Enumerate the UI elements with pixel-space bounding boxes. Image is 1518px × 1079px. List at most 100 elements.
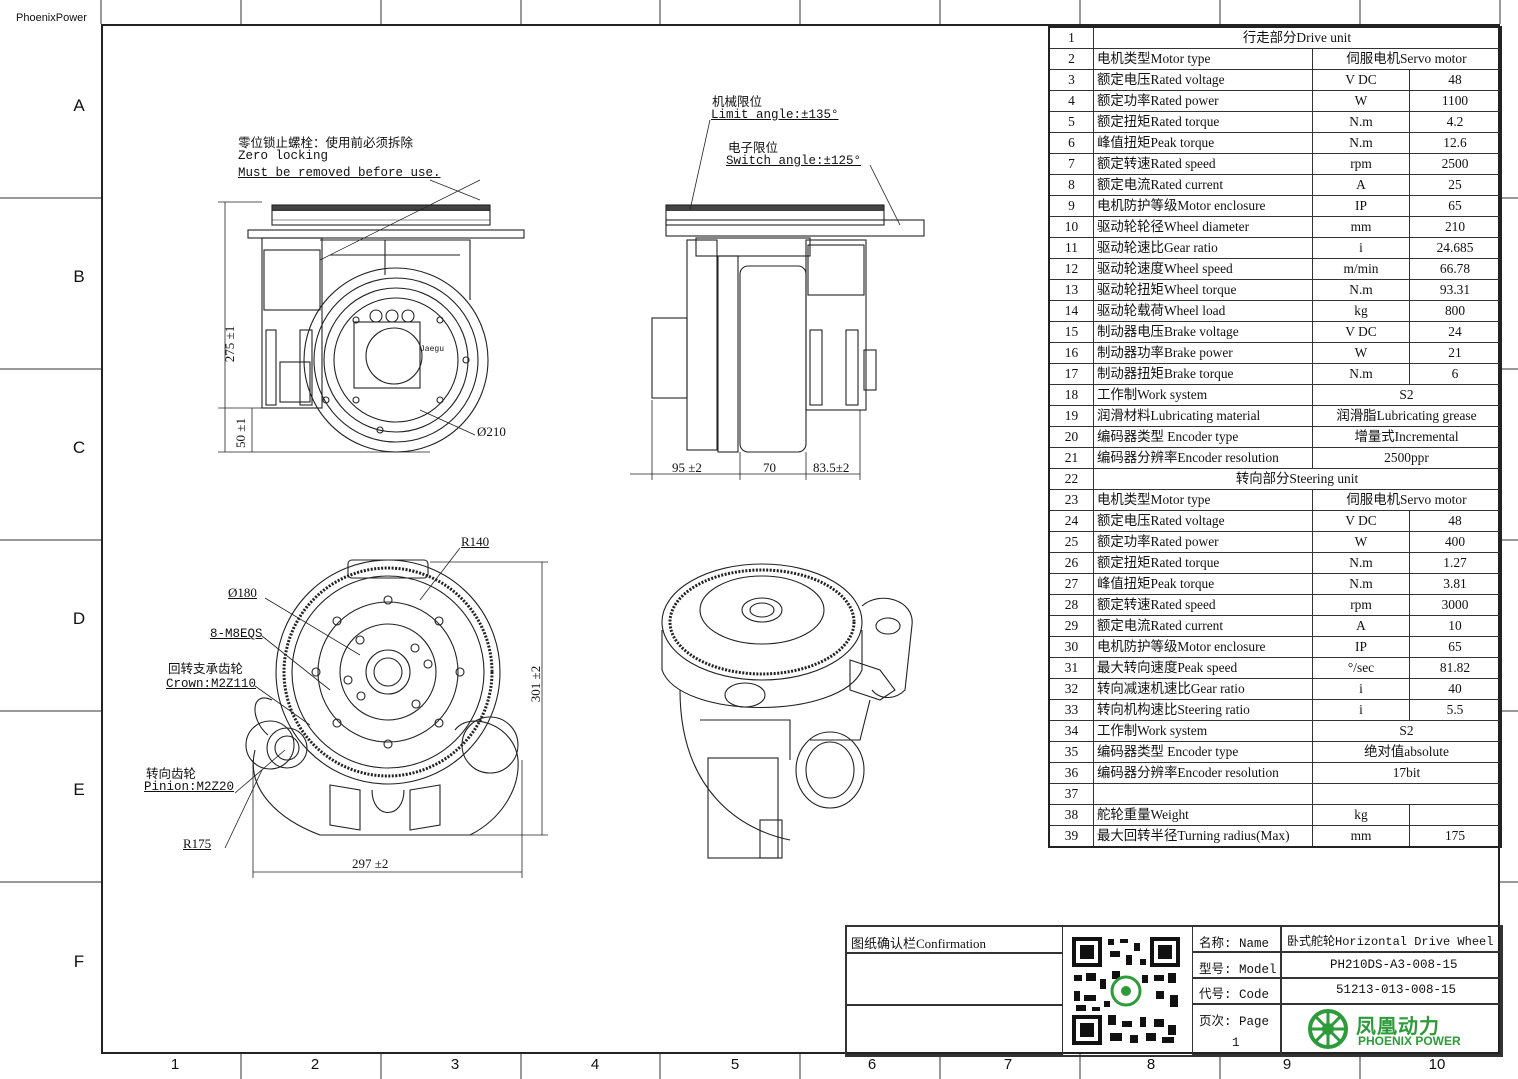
spec-cell-value: 17bit xyxy=(1312,762,1502,784)
spec-cell-label: 电机类型Motor type xyxy=(1093,48,1313,70)
model-label-cell xyxy=(1192,951,1282,979)
spec-cell-num: 18 xyxy=(1048,384,1094,406)
spec-cell-value: S2 xyxy=(1312,384,1502,406)
side-view xyxy=(630,119,925,480)
spec-cell-num: 38 xyxy=(1048,804,1094,826)
spec-cell-unit: A xyxy=(1312,615,1410,637)
spec-cell-value: 800 xyxy=(1409,300,1502,322)
spec-cell-num: 31 xyxy=(1048,657,1094,679)
mech-limit-en: Limit angle:±135° xyxy=(711,108,839,122)
spec-cell-label: 额定功率Rated power xyxy=(1093,531,1313,553)
spec-section-header: 行走部分Drive unit xyxy=(1093,26,1502,49)
spec-cell-num: 37 xyxy=(1048,783,1094,805)
spec-cell-label xyxy=(1093,783,1313,805)
spec-cell-value: 润滑脂Lubricating grease xyxy=(1312,405,1502,427)
spec-cell-unit: N.m xyxy=(1312,111,1410,133)
logo-text-cn: 凤凰动力 xyxy=(1356,1014,1440,1038)
spec-cell-num: 26 xyxy=(1048,552,1094,574)
spec-cell-num: 14 xyxy=(1048,300,1094,322)
spec-cell-label: 编码器类型 Encoder type xyxy=(1093,426,1313,448)
spec-cell-value: 65 xyxy=(1409,636,1502,658)
spec-row: 37 xyxy=(1048,783,1502,805)
top-view xyxy=(224,547,548,878)
spec-cell-num: 22 xyxy=(1048,468,1094,490)
spec-cell-num: 23 xyxy=(1048,489,1094,511)
spec-cell-num: 29 xyxy=(1048,615,1094,637)
spec-cell-label: 编码器分辨率Encoder resolution xyxy=(1093,447,1313,469)
spec-cell-label: 额定电压Rated voltage xyxy=(1093,69,1313,91)
spec-cell-unit: i xyxy=(1312,237,1410,259)
spec-cell-num: 33 xyxy=(1048,699,1094,721)
spec-cell-num: 8 xyxy=(1048,174,1094,196)
spec-cell-value: 24 xyxy=(1409,321,1502,343)
spec-cell-label: 润滑材料Lubricating material xyxy=(1093,405,1313,427)
spec-cell-value: 1100 xyxy=(1409,90,1502,112)
spec-cell-label: 制动器电压Brake voltage xyxy=(1093,321,1313,343)
spec-cell-unit: W xyxy=(1312,342,1410,364)
spec-cell-unit: V DC xyxy=(1312,321,1410,343)
spec-cell-num: 1 xyxy=(1048,26,1094,49)
spec-cell-unit: N.m xyxy=(1312,132,1410,154)
spec-cell-value: 绝对值absolute xyxy=(1312,741,1502,763)
crown-label-cn: 回转支承齿轮 xyxy=(168,663,244,677)
row-label: F xyxy=(73,952,85,971)
spec-cell-value: 400 xyxy=(1409,531,1502,553)
spec-cell-num: 17 xyxy=(1048,363,1094,385)
code-value: 51213-013-008-15 xyxy=(1336,983,1457,997)
spec-cell-unit: rpm xyxy=(1312,594,1410,616)
code-label-cell xyxy=(1192,977,1282,1005)
spec-cell-label: 工作制Work system xyxy=(1093,384,1313,406)
page-label: 页次: Page xyxy=(1199,1015,1270,1029)
confirm-cell-2 xyxy=(845,1004,1063,1055)
spec-cell-label: 转向机构速比Steering ratio xyxy=(1093,699,1313,721)
spec-cell-label: 驱动轮载荷Wheel load xyxy=(1093,300,1313,322)
elec-limit-cn: 电子限位 xyxy=(728,142,779,156)
spec-cell-value: 21 xyxy=(1409,342,1502,364)
spec-cell-label: 最大回转半径Turning radius(Max) xyxy=(1093,825,1313,848)
spec-cell-num: 21 xyxy=(1048,447,1094,469)
dim-95: 95 ±2 xyxy=(672,460,702,475)
spec-cell-value: 伺服电机Servo motor xyxy=(1312,48,1502,70)
spec-cell-num: 19 xyxy=(1048,405,1094,427)
spec-cell-num: 24 xyxy=(1048,510,1094,532)
spec-cell-label: 电机类型Motor type xyxy=(1093,489,1313,511)
spec-cell-num: 13 xyxy=(1048,279,1094,301)
model-value: PH210DS-A3-008-15 xyxy=(1330,958,1458,972)
spec-cell-num: 12 xyxy=(1048,258,1094,280)
technical-drawings xyxy=(218,119,925,878)
col-label: 6 xyxy=(867,1056,877,1073)
col-label: 9 xyxy=(1282,1056,1292,1073)
row-label: A xyxy=(73,96,85,115)
brand-label: PhoenixPower xyxy=(16,12,87,24)
name-value-cell xyxy=(1280,925,1501,953)
spec-cell-value: 10 xyxy=(1409,615,1502,637)
spec-cell-num: 7 xyxy=(1048,153,1094,175)
spec-cell-unit: N.m xyxy=(1312,279,1410,301)
isometric-view xyxy=(661,563,913,859)
confirm-cell-1 xyxy=(845,952,1063,1006)
spec-cell-unit: kg xyxy=(1312,804,1410,826)
spec-cell-unit: m/min xyxy=(1312,258,1410,280)
spec-cell-num: 16 xyxy=(1048,342,1094,364)
zero-lock-note-en1: Zero locking xyxy=(238,149,329,163)
code-value-cell xyxy=(1280,977,1501,1005)
elec-limit-en: Switch angle:±125° xyxy=(726,154,862,168)
